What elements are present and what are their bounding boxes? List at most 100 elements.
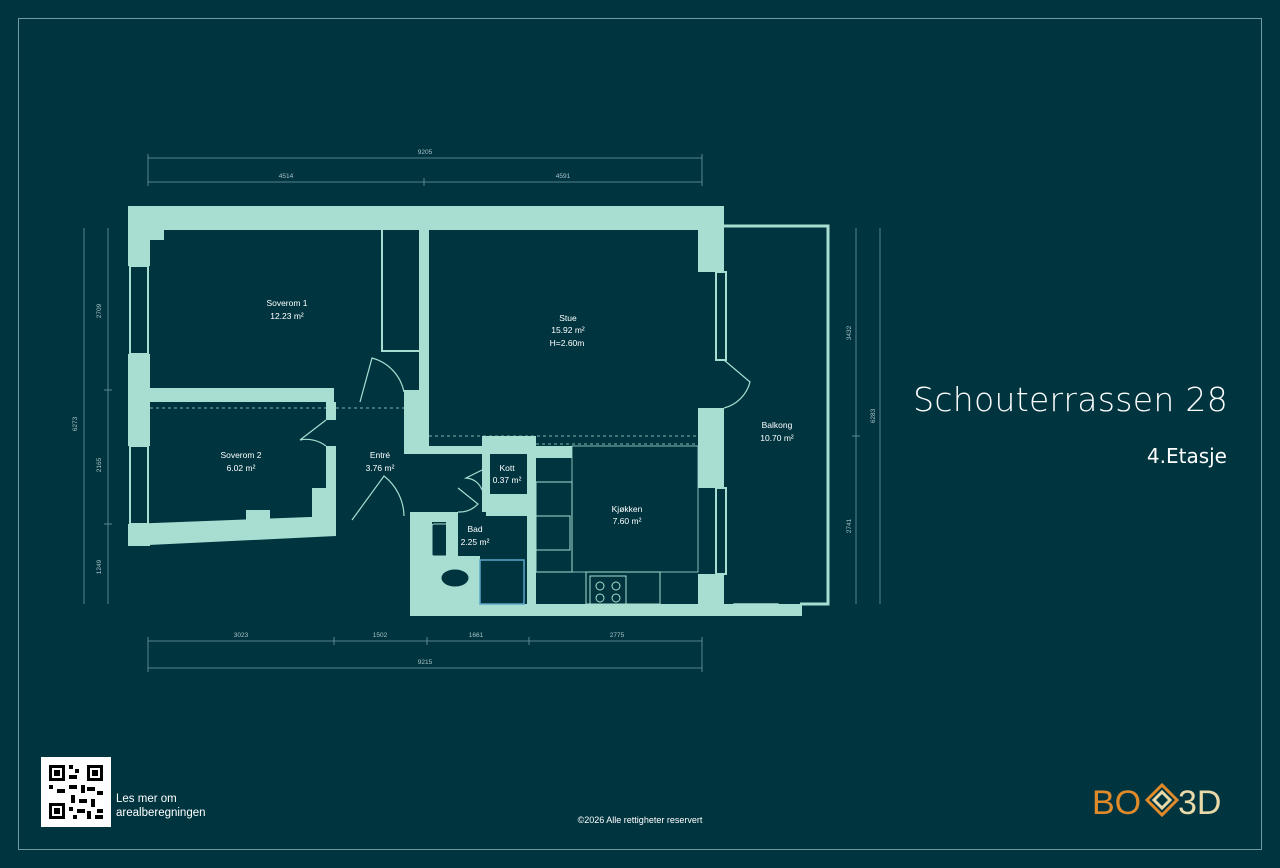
room-area-kott: 0.37 m² (493, 475, 522, 485)
qr-caption[interactable]: Les mer om arealberegningen (116, 792, 206, 820)
qr-caption-line-2: arealberegningen (116, 807, 206, 819)
dim-bottom-2: 1502 (373, 632, 388, 639)
wall-right-mid (698, 408, 724, 488)
window-left-2 (129, 445, 149, 525)
wall-notch-1 (148, 230, 164, 240)
wall-kitchen-top (536, 446, 572, 458)
dim-right-total: 6283 (870, 408, 877, 423)
wall-stub-1 (326, 402, 336, 420)
wall-left-2 (128, 354, 150, 446)
window-right-1 (715, 271, 727, 361)
dim-bottom-3: 1661 (469, 632, 484, 639)
room-name-bad: Bad (467, 524, 482, 534)
wall-left-1 (128, 206, 150, 266)
wall-pier-top-right (698, 206, 724, 272)
dim-top-left: 4514 (279, 173, 294, 180)
room-area-kjokken: 7.60 m² (613, 516, 642, 526)
logo-text-right: 3D (1178, 784, 1221, 820)
wardrobe-line (381, 230, 383, 352)
qr-code-icon[interactable] (41, 757, 111, 827)
walls (128, 206, 830, 616)
room-area-stue: 15.92 m² (551, 325, 585, 335)
dim-top-total: 9205 (418, 149, 433, 156)
door-bad (457, 487, 479, 513)
copyright-notice: ©2026 Alle rettigheter reservert (577, 815, 703, 825)
wall-bottom-left (128, 516, 336, 546)
qr-caption-line-1: Les mer om (116, 793, 177, 805)
dim-left-1: 2709 (96, 303, 103, 318)
wall-soverom2-entre (326, 446, 336, 488)
balcony-post (776, 604, 802, 616)
wall-entre-bottom (404, 446, 482, 454)
room-area-soverom1: 12.23 m² (270, 311, 304, 321)
room-area-bad: 2.25 m² (461, 537, 490, 547)
stove-icon (589, 575, 627, 605)
wall-bad-top (410, 512, 456, 522)
room-name-entre: Entré (370, 450, 391, 460)
wall-entre-pier (404, 390, 429, 446)
dim-top-right: 4591 (556, 173, 571, 180)
wall-kitchen-left (527, 436, 536, 614)
room-name-soverom1: Soverom 1 (266, 298, 307, 308)
wall-kott-top (482, 436, 536, 454)
room-area-soverom2: 6.02 m² (227, 463, 256, 473)
wall-stue-left (419, 230, 429, 436)
room-area-balkong: 10.70 m² (760, 433, 794, 443)
balcony-outline (724, 224, 830, 606)
dim-bottom-1: 3023 (234, 632, 249, 639)
door-soverom1 (359, 357, 405, 403)
dimension-lines (83, 154, 881, 672)
burner-icon (595, 581, 605, 591)
window-left-1 (129, 265, 149, 355)
logo-text-left: BO (1092, 784, 1141, 820)
wall-kott-left (482, 436, 490, 512)
room-name-soverom2: Soverom 2 (220, 450, 261, 460)
kitchen-sink-icon (535, 515, 571, 551)
wall-top (128, 206, 724, 230)
page-title: Schouterrassen 28 (913, 380, 1228, 419)
dim-left-3: 1249 (96, 559, 103, 574)
room-height-stue: H=2.60m (550, 338, 585, 348)
wall-soverom-divider (148, 388, 334, 402)
logo-diamond-icon (1144, 782, 1180, 818)
dim-left-total: 6273 (72, 416, 79, 431)
floor-label: 4.Etasje (1146, 444, 1227, 468)
room-name-kjokken: Kjøkken (612, 504, 643, 514)
shower-icon (479, 559, 525, 605)
dim-bottom-4: 2775 (610, 632, 625, 639)
wall-bad-left (410, 512, 432, 616)
dimension-labels: 9205 4514 4591 3023 1502 1661 2775 9215 … (72, 149, 877, 666)
room-name-balkong: Balkong (762, 420, 793, 430)
wall-right-bottom (698, 574, 724, 614)
wall-bump-1 (312, 488, 336, 534)
doors (299, 357, 751, 521)
balcony-window (733, 603, 779, 611)
door-balcony (723, 359, 751, 409)
dim-bottom-total: 9215 (418, 659, 433, 666)
fixtures (431, 445, 699, 605)
wall-bump-2 (246, 510, 270, 524)
door-soverom2 (299, 419, 327, 447)
room-boundaries (150, 407, 698, 449)
page-frame (18, 18, 1262, 850)
kitchen-counter-left (535, 481, 573, 573)
window-right-2 (715, 487, 727, 575)
wall-kott-bottom (486, 494, 536, 516)
dim-left-2: 2165 (96, 457, 103, 472)
wall-bad-stub (446, 512, 458, 556)
burner-icon (595, 593, 605, 603)
room-name-stue: Stue (559, 313, 577, 323)
dim-right-2: 2741 (846, 518, 853, 533)
wardrobe-line-bottom (381, 350, 419, 352)
burner-icon (611, 581, 621, 591)
room-labels: Soverom 1 12.23 m² Stue 15.92 m² H=2.60m… (220, 298, 793, 547)
burner-icon (611, 593, 621, 603)
sink-icon (431, 523, 451, 557)
toilet-icon (440, 568, 470, 588)
bo3d-logo: BO 3D (1092, 782, 1221, 820)
room-name-kott: Kott (499, 463, 515, 473)
dim-right-1: 3432 (846, 325, 853, 340)
room-area-entre: 3.76 m² (366, 463, 395, 473)
door-entre (351, 475, 405, 521)
